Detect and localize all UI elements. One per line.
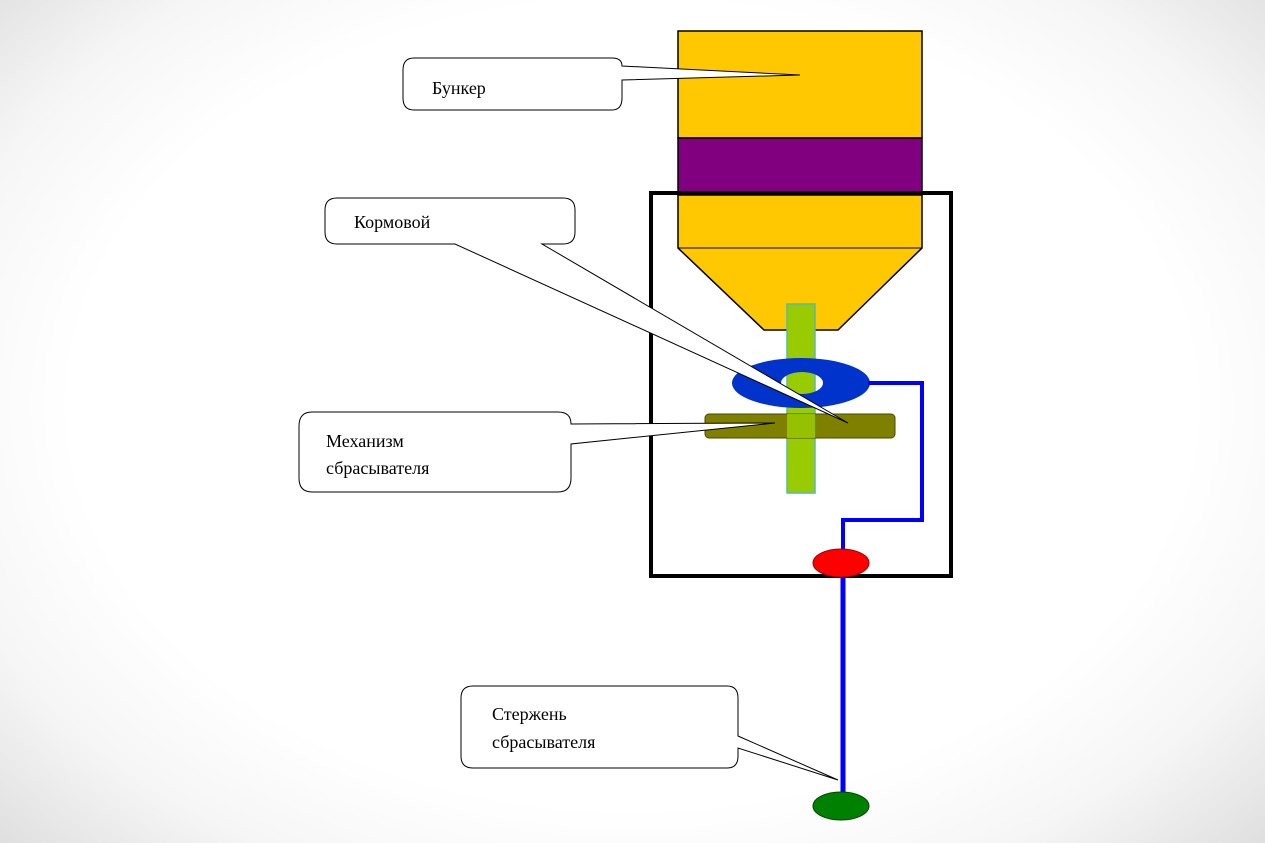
callout-mechanism-text-line2: сбрасывателя — [326, 458, 429, 478]
callout-hopper-bubble — [402, 57, 801, 111]
drive-shaft-ring-segment — [791, 374, 811, 392]
drive-shaft-front — [787, 414, 815, 438]
callout-mechanism-text-line1: Механизм — [326, 431, 404, 451]
callout-rod-bubble — [460, 685, 839, 781]
hopper-body — [677, 30, 923, 139]
housing-frame — [649, 191, 953, 578]
callout-feed-text: Кормовой — [354, 212, 431, 232]
hopper-band — [677, 137, 923, 196]
feed-ring — [732, 358, 870, 408]
red-node — [812, 548, 870, 578]
callout-mechanism-bubble — [298, 411, 776, 493]
callout-rod-text-line1: Стержень — [492, 704, 567, 724]
callout-hopper-text: Бункер — [432, 78, 486, 98]
callout-rod-text-line2: сбрасывателя — [492, 732, 595, 752]
signal-wire — [841, 381, 924, 555]
callout-feed-bubble — [324, 197, 849, 424]
green-node — [812, 791, 870, 821]
